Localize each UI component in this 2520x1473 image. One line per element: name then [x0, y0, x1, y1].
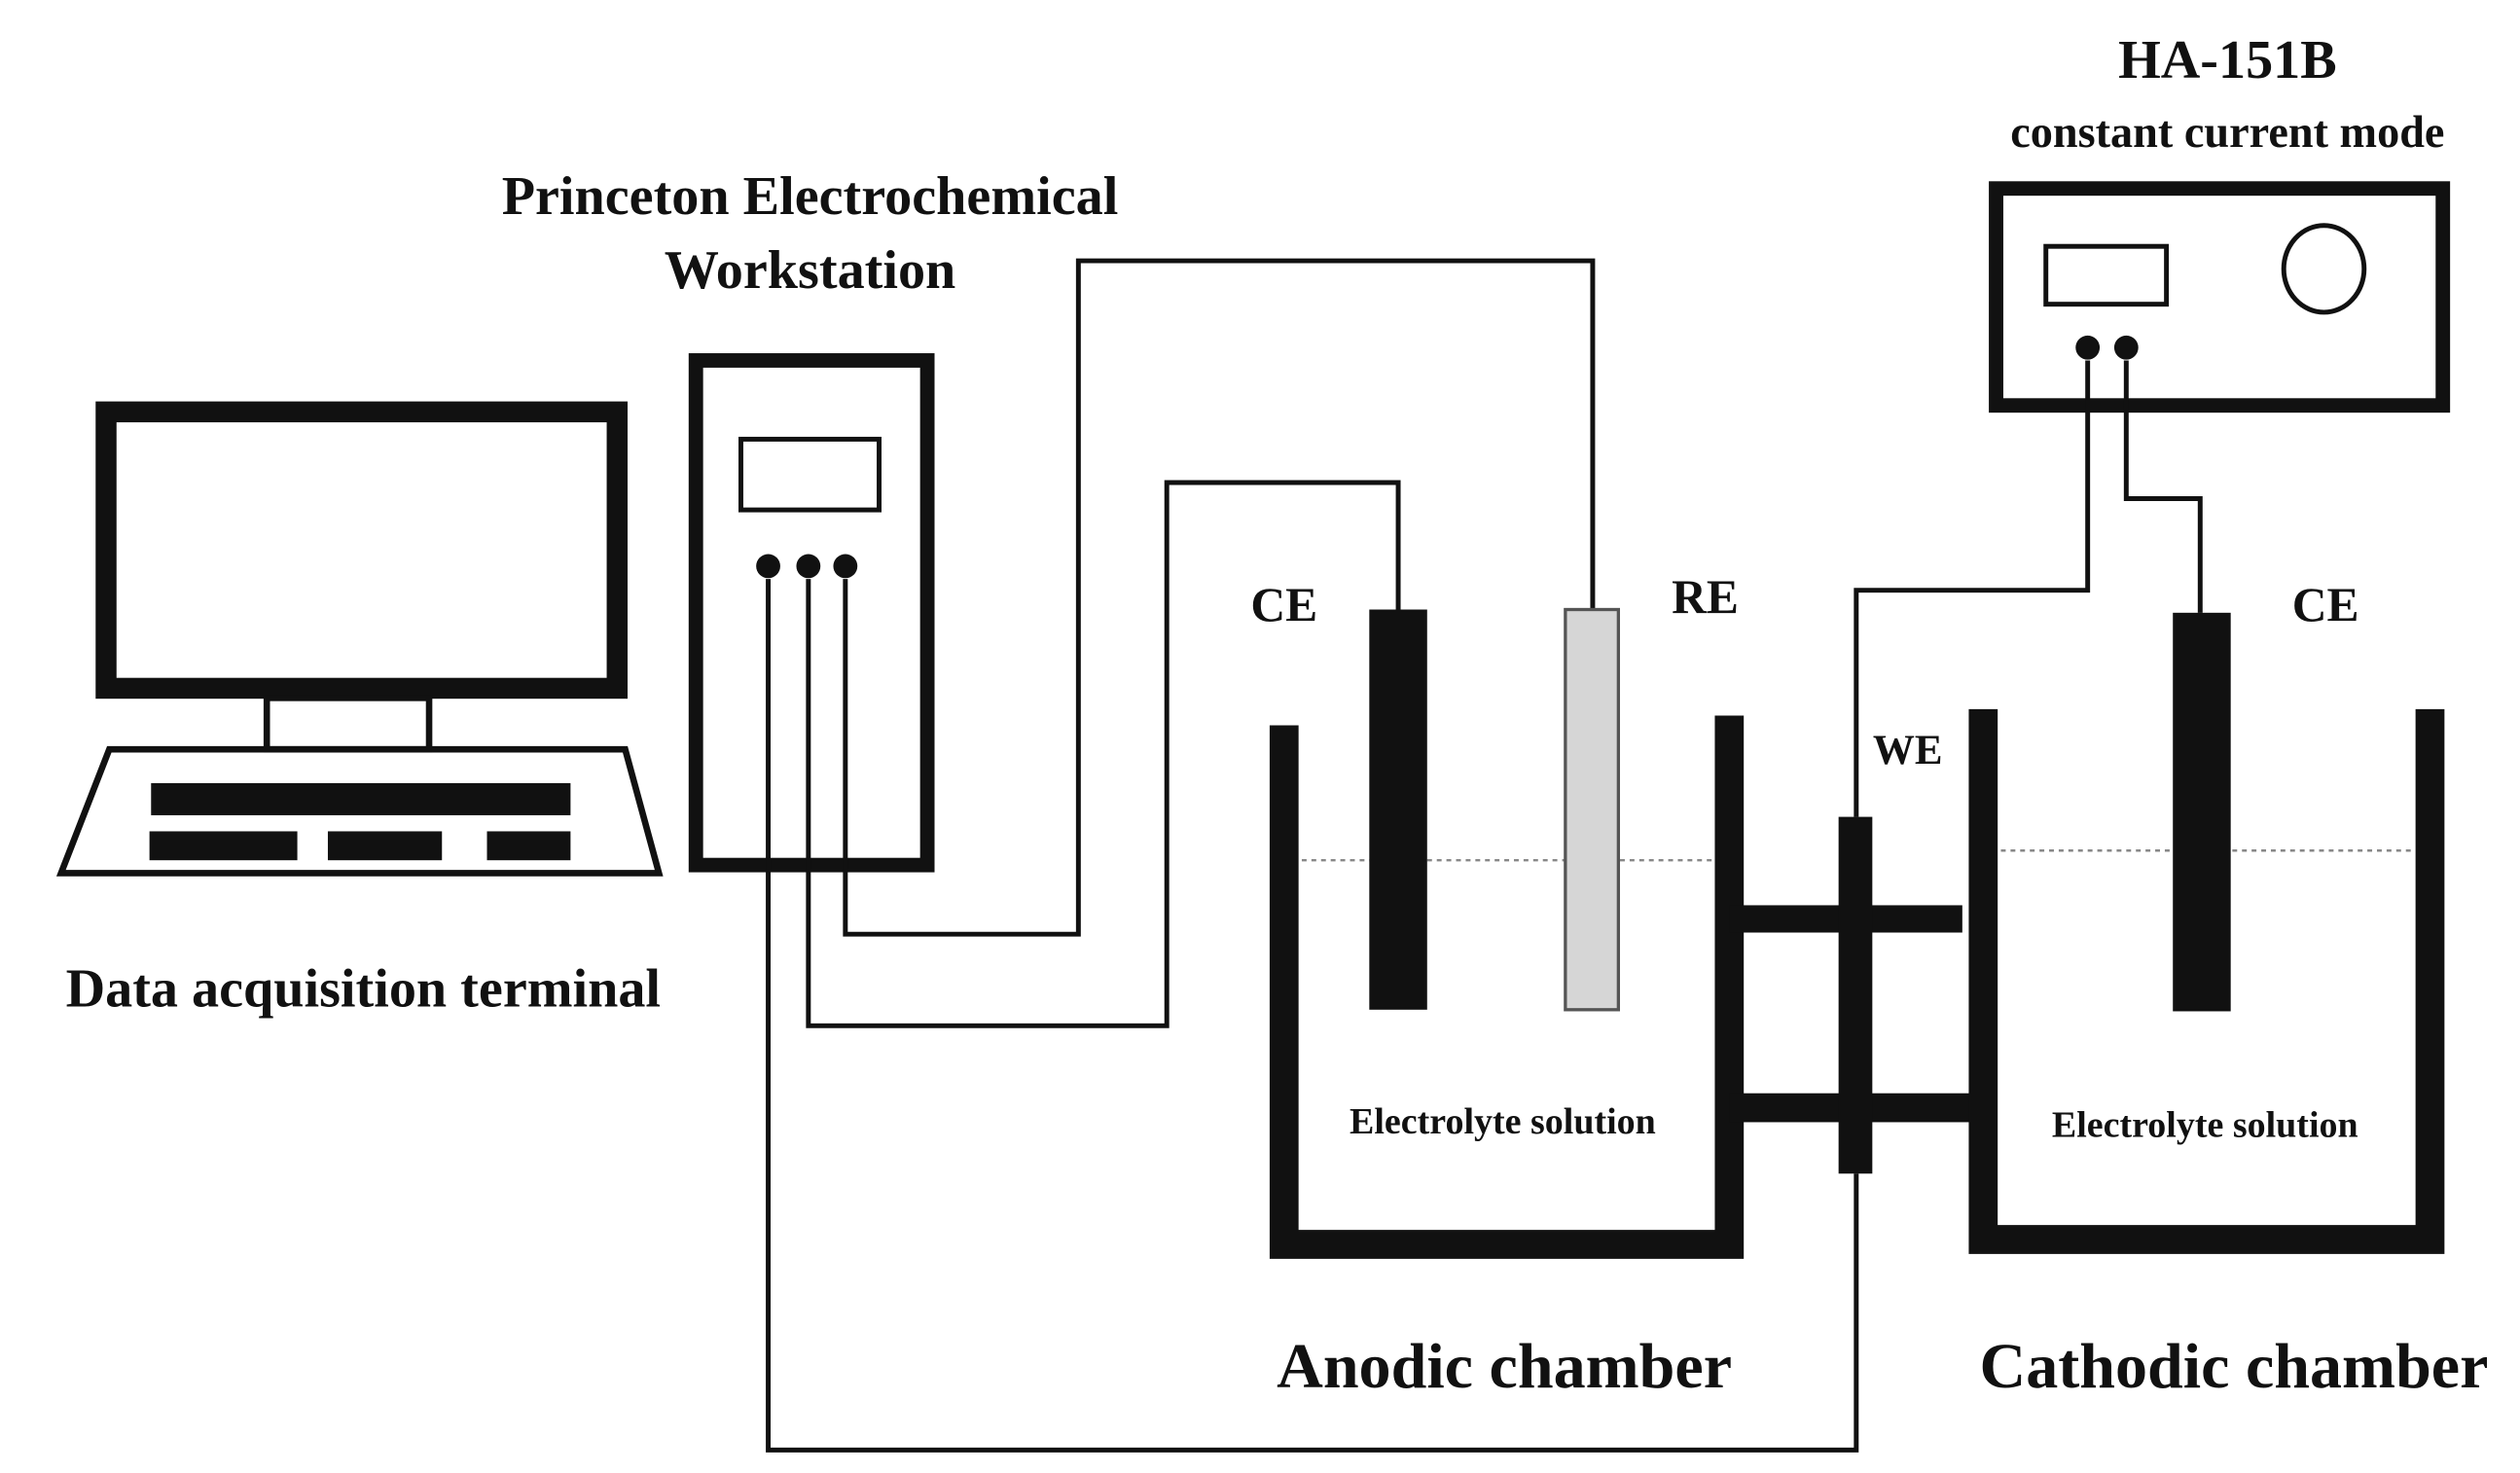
cathodic-chamber-walls — [1968, 708, 2445, 1254]
keyboard-key — [486, 831, 571, 861]
power-supply-terminal — [2075, 335, 2101, 360]
wire-power-supply-to-we — [1854, 360, 2091, 817]
electrochemical-workstation — [688, 353, 935, 873]
wires — [766, 258, 2203, 1453]
wire-workstation-to-we — [766, 579, 1859, 1453]
computer-keyboard-base — [55, 745, 664, 877]
computer-monitor-stand — [263, 695, 433, 753]
keyboard-key-bar — [151, 782, 571, 815]
workstation-body — [688, 353, 935, 873]
power-supply-body — [1989, 181, 2451, 413]
anodic-electrolyte-label: Electrolyte solution — [1350, 1101, 1656, 1142]
power-supply — [1989, 181, 2451, 413]
wire-workstation-to-re — [843, 258, 1596, 937]
anodic-chamber — [1269, 607, 1745, 1259]
ce-cathodic-label: CE — [2292, 578, 2359, 631]
workstation-title-line1: Princeton Electrochemical — [502, 166, 1119, 227]
we-label: WE — [1873, 728, 1943, 773]
re-label: RE — [1672, 570, 1739, 624]
anodic-chamber-label: Anodic chamber — [1277, 1331, 1732, 1402]
working-electrode — [1838, 816, 1873, 1174]
computer-label: Data acquisition terminal — [66, 959, 661, 1020]
cathodic-electrolyte-label: Electrolyte solution — [2052, 1104, 2358, 1145]
wire-power-supply-to-ce — [2123, 360, 2203, 613]
wire-workstation-to-ce — [806, 480, 1401, 1028]
power-supply-display — [2043, 243, 2170, 307]
power-supply-name: HA-151B — [2118, 30, 2337, 90]
workstation-terminal — [833, 554, 858, 579]
anodic-counter-electrode — [1369, 609, 1427, 1010]
workstation-display — [738, 436, 882, 513]
cathodic-counter-electrode — [2173, 612, 2231, 1012]
anodic-chamber-walls — [1269, 715, 1745, 1259]
power-supply-mode: constant current mode — [2010, 108, 2444, 158]
keyboard-key — [149, 831, 298, 861]
computer-monitor — [95, 401, 629, 700]
workstation-terminal — [796, 554, 821, 579]
keyboard-key — [327, 831, 443, 861]
computer — [55, 401, 664, 877]
workstation-terminal — [756, 554, 780, 579]
cathodic-chamber — [1968, 612, 2445, 1254]
membrane-junction — [1729, 816, 1984, 1174]
power-supply-terminal — [2113, 335, 2139, 360]
power-supply-knob — [2281, 223, 2367, 315]
reference-electrode — [1564, 607, 1620, 1012]
cathodic-chamber-label: Cathodic chamber — [1980, 1331, 2489, 1402]
ce-anodic-label: CE — [1250, 578, 1317, 631]
workstation-title-line2: Workstation — [665, 240, 956, 301]
